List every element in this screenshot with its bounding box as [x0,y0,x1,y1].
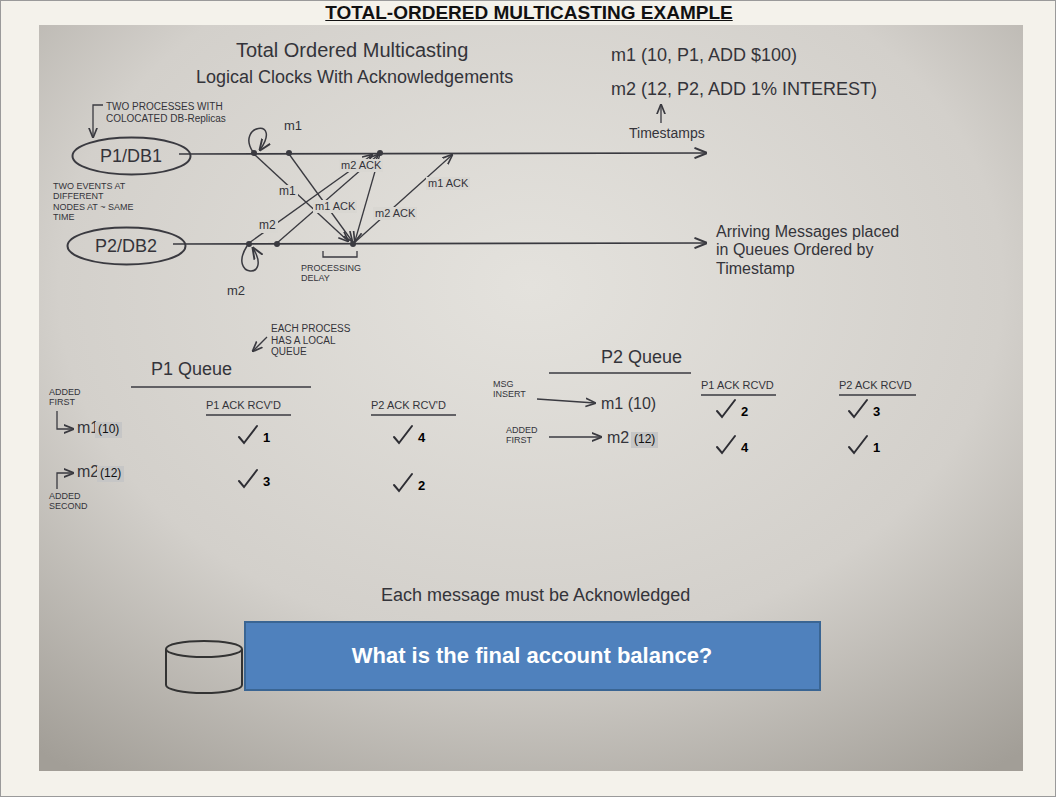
handwritten-note: P2 ACK RCVD [839,379,912,392]
underline [701,394,776,395]
check-mark [717,400,735,417]
handwritten-note: P1 Queue [151,359,232,380]
check-mark [239,470,257,487]
database-icon [166,641,242,657]
handwritten-note: m1 (10) [601,395,656,413]
timestamp-tag: (10) [95,422,122,438]
ellipse-outline [72,138,190,175]
node-text: P2/DB2 [95,236,157,257]
check-mark [394,474,412,491]
handwritten-note: m1 (10, P1, ADD $100) [611,45,797,66]
check-mark [717,436,735,453]
handwritten-note: P2 Queue [601,347,682,368]
message-label: m1 [277,185,298,199]
order-number: 2 [741,405,748,420]
pointer-arrow [253,337,267,351]
timeline [173,243,706,244]
pointer-arrow [549,436,601,437]
timeline [173,153,706,244]
pointer-arrow [537,399,595,403]
order-number: 3 [263,475,270,490]
handwritten-note: EACH PROCESS HAS A LOCAL QUEUE [271,323,356,358]
check-mark [239,400,867,491]
check-mark [394,426,412,443]
order-number: 4 [741,441,748,456]
check-mark [849,400,867,417]
underline [371,414,456,415]
event-dot [350,241,356,247]
bracket [323,251,357,257]
handwritten-note: m1 [284,119,302,134]
slide-title: TOTAL-ORDERED MULTICASTING EXAMPLE [1,2,1056,24]
underline [131,386,311,387]
message-arrow [249,154,452,243]
database-icon [166,641,242,693]
handwritten-note: TWO EVENTS AT DIFFERENT NODES AT ~ SAME … [53,181,137,222]
pointer-arrow [57,411,73,429]
ellipse-outline [67,228,185,265]
handwritten-note: TWO PROCESSES WITH COLOCATED DB-Replicas [106,101,271,124]
process-ellipse: P1/DB1 [71,136,192,176]
pointer-arrow [57,473,73,489]
handwritten-note: m2 [227,284,245,299]
underline [206,414,291,415]
order-number: 1 [263,431,270,446]
handwritten-note: m2 (12, P2, ADD 1% INTEREST) [611,79,877,100]
handwritten-note: P1 ACK RCV'D [206,399,281,412]
pointer-arrow [93,105,103,137]
timestamp-tag: (12) [97,466,124,482]
handwritten-note: ADDED SECOND [49,491,94,512]
message-label: m2 ACK [373,207,417,220]
pointer-arrow [660,105,661,123]
message-arrow [254,154,348,241]
event-dot [246,150,383,247]
handwritten-note: P2 ACK RCV'D [371,399,446,412]
handwritten-note: m2 [77,463,99,481]
handwritten-note: PROCESSING DELAY [301,263,371,284]
bracket [323,251,357,257]
handwritten-note: ADDED FIRST [506,425,546,446]
handwritten-note: P1 ACK RCVD [701,379,774,392]
event-dot [274,241,280,247]
order-number: 2 [418,479,425,494]
order-number: 1 [873,441,880,456]
process-ellipse: P2/DB2 [66,226,187,266]
handwritten-note: Logical Clocks With Acknowledgements [196,67,513,88]
message-label: m2 ACK [339,159,383,172]
handwritten-note: Arriving Messages placed in Queues Order… [716,223,916,278]
event-dot [251,150,257,156]
check-mark [849,436,867,453]
timeline [179,153,706,154]
message-label: m1 ACK [426,177,470,190]
message-label: m1 ACK [313,200,357,213]
underline [131,373,916,415]
handwritten-note: ADDED FIRST [49,387,89,408]
message-label: m2 [257,219,278,233]
node-text: P1/DB1 [100,146,162,167]
handwritten-note: m2 [607,429,629,447]
self-loop [242,246,258,271]
database-icon [166,649,242,693]
pointer-arrow [57,105,661,489]
underline [549,372,691,373]
event-dot [377,150,383,156]
check-mark [239,426,257,443]
order-number: 3 [873,405,880,420]
order-number: 4 [418,431,425,446]
handwritten-note: MSG INSERT [493,379,533,400]
handwritten-note: Total Ordered Multicasting [236,39,468,62]
handwritten-note: Each message must be Acknowledged [381,585,690,606]
photo-paper [39,25,1023,771]
question-box: What is the final account balance? [244,621,821,691]
node-text: What is the final account balance? [352,643,713,669]
handwritten-note: Timestamps [629,125,705,141]
underline [839,394,916,395]
self-loop [242,128,267,271]
timestamp-tag: (12) [631,432,658,448]
event-dot [286,150,292,156]
self-loop [249,128,267,152]
event-dot [246,241,252,247]
